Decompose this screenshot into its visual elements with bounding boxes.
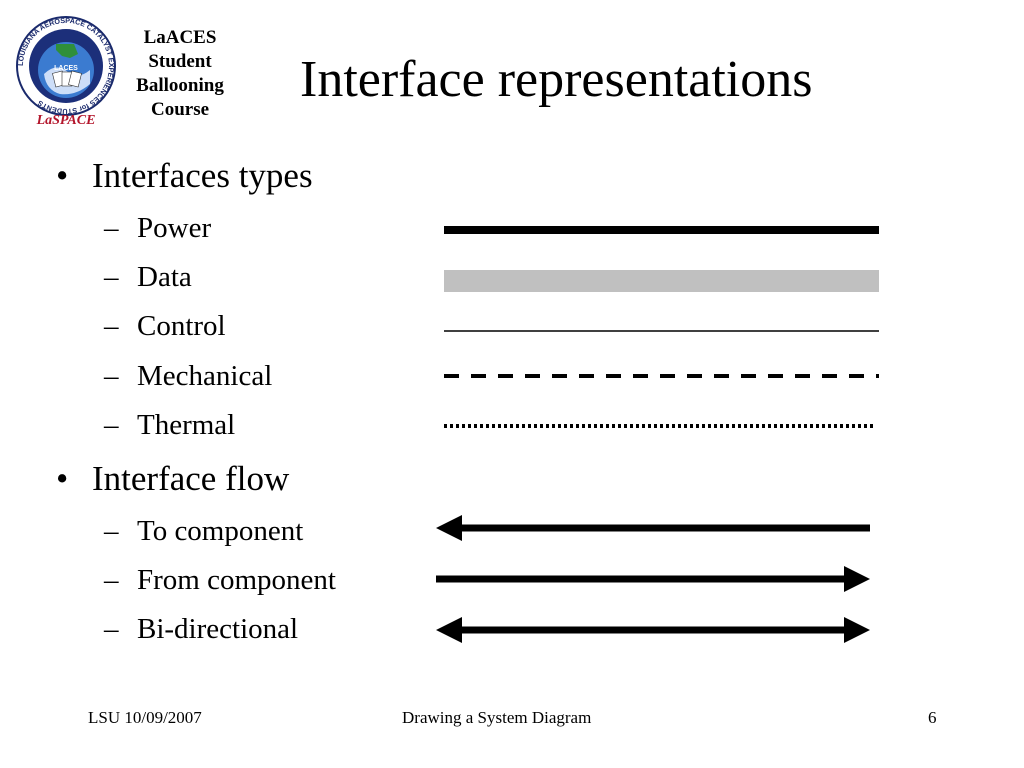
sub-item-control: –Control [104, 309, 226, 343]
bullet-dot: • [56, 459, 69, 498]
sub-label: Power [137, 212, 212, 244]
brand-line: Ballooning [136, 75, 224, 96]
sub-item-power: –Power [104, 211, 211, 245]
bullet-interface-types: • Interfaces types [56, 156, 313, 196]
sub-item-mechanical: –Mechanical [104, 359, 272, 393]
brand-line: Course [150, 99, 210, 120]
sub-dash: – [104, 564, 119, 596]
brand-block: LaACES Student Ballooning Course [128, 26, 232, 122]
sub-label: Mechanical [137, 360, 273, 392]
sub-label: From component [137, 564, 336, 596]
logo-wordmark: LaSPACE [36, 113, 96, 128]
bi-directional-arrow [436, 617, 870, 643]
sub-label: Thermal [137, 409, 236, 441]
bullet-interface-flow: • Interface flow [56, 459, 289, 499]
sub-label: To component [137, 515, 304, 547]
to-component-arrow [436, 515, 870, 541]
sub-item-from-component: –From component [104, 563, 336, 597]
sub-dash: – [104, 409, 119, 441]
sub-label: Bi-directional [137, 613, 299, 645]
footer-center: Drawing a System Diagram [402, 708, 592, 727]
brand-line: Student [148, 51, 212, 72]
sub-dash: – [104, 212, 119, 244]
sub-item-bi-directional: –Bi-directional [104, 612, 298, 646]
brand-line: LaACES [143, 27, 217, 48]
footer-page-number: 6 [928, 708, 937, 727]
footer-left: LSU 10/09/2007 [88, 708, 202, 727]
sub-label: Control [137, 310, 226, 342]
sub-label: Data [137, 261, 192, 293]
bullet-label: Interfaces types [92, 156, 313, 195]
laspace-logo-graphic: LOUISIANA AEROSPACE CATALYST EXPERIENCES… [16, 16, 116, 128]
sub-dash: – [104, 261, 119, 293]
sub-dash: – [104, 613, 119, 645]
sub-dash: – [104, 515, 119, 547]
sub-item-data: –Data [104, 260, 192, 294]
sub-item-thermal: –Thermal [104, 408, 235, 442]
slide-title: Interface representations [300, 51, 813, 108]
sub-dash: – [104, 310, 119, 342]
bullet-dot: • [56, 156, 69, 195]
bullet-label: Interface flow [92, 459, 290, 498]
laspace-logo: LOUISIANA AEROSPACE CATALYST EXPERIENCES… [16, 14, 116, 128]
logo-center-badge: LACES [54, 65, 78, 72]
from-component-arrow [436, 566, 870, 592]
sub-item-to-component: –To component [104, 514, 303, 548]
sub-dash: – [104, 360, 119, 392]
